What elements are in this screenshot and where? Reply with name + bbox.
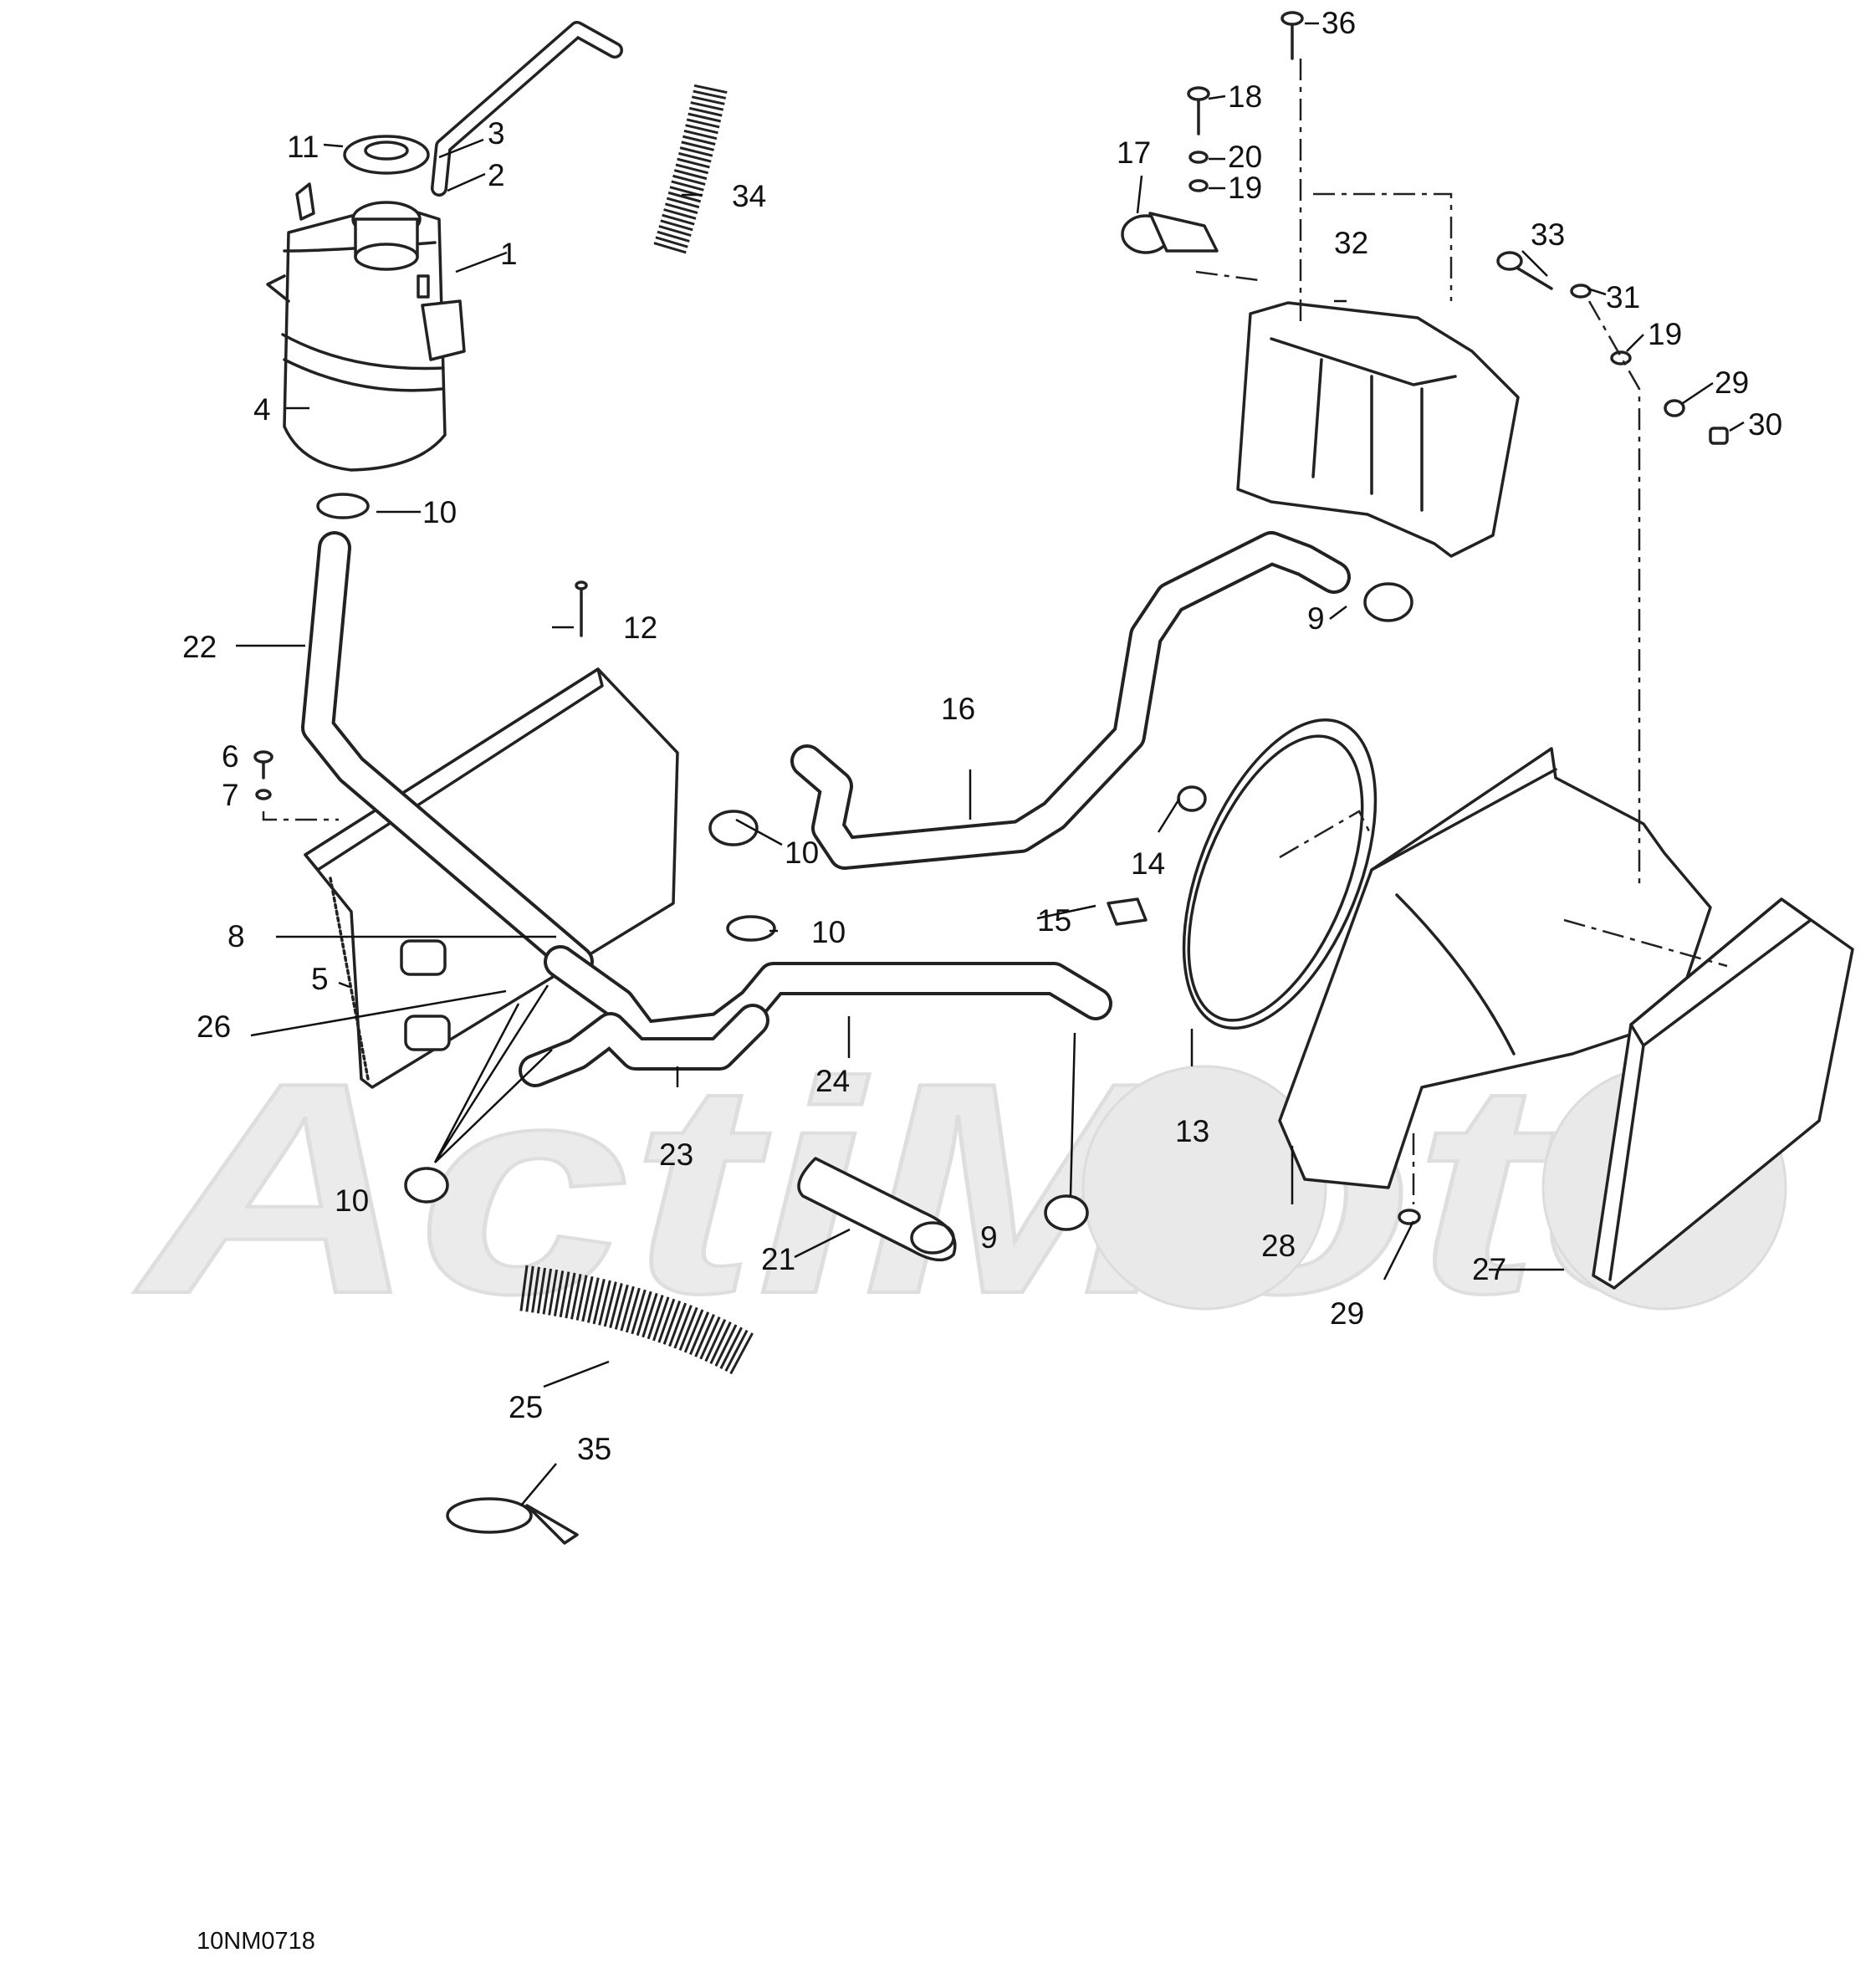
callout-5: 5 — [311, 962, 329, 996]
corrugated-sleeve-upper — [652, 84, 728, 256]
callout-18: 18 — [1228, 79, 1262, 114]
callout-19-upper: 19 — [1228, 171, 1262, 205]
callout-30: 30 — [1748, 407, 1782, 442]
callout-27: 27 — [1472, 1252, 1506, 1286]
callout-36: 36 — [1321, 6, 1356, 40]
cable-tie — [446, 1497, 579, 1545]
callout-20: 20 — [1228, 140, 1262, 174]
callout-10-middle: 10 — [785, 836, 819, 870]
callout-11: 11 — [287, 130, 319, 164]
callout-13: 13 — [1175, 1114, 1209, 1148]
callout-19-right: 19 — [1648, 317, 1682, 351]
fan — [1182, 718, 1378, 1030]
callout-10-top: 10 — [422, 495, 457, 529]
heat-shield — [1236, 301, 1520, 558]
callout-9-upper: 9 — [1307, 601, 1325, 636]
callout-2: 2 — [488, 158, 505, 192]
corrugated-sleeve-lower — [519, 1265, 756, 1376]
callout-21: 21 — [761, 1242, 795, 1276]
bracket — [1121, 212, 1219, 254]
fasteners — [253, 11, 1729, 1225]
callout-34: 34 — [732, 179, 766, 213]
callout-22: 22 — [182, 630, 217, 664]
callout-12: 12 — [623, 611, 657, 645]
callouts: 1 2 3 4 5 6 7 8 9 9 10 10 10 10 10 11 12… — [182, 6, 1782, 1466]
alignment-lines — [262, 59, 1728, 1204]
diagram-code: 10NM0718 — [197, 1928, 315, 1955]
callout-16: 16 — [941, 692, 975, 726]
callout-4: 4 — [253, 392, 271, 427]
callout-23: 23 — [659, 1137, 693, 1172]
callout-6: 6 — [222, 739, 239, 774]
coolant-tank — [266, 182, 466, 472]
callout-9-lower: 9 — [980, 1220, 998, 1255]
overflow-hose — [431, 21, 623, 197]
callout-28: 28 — [1261, 1229, 1296, 1263]
callout-3: 3 — [488, 116, 505, 151]
upper-hose — [301, 531, 594, 979]
lower-hoses — [519, 945, 1112, 1087]
callout-25: 25 — [509, 1390, 543, 1424]
tank-cap — [343, 135, 430, 175]
callout-14: 14 — [1131, 846, 1165, 881]
callout-15: 15 — [1037, 903, 1071, 938]
callout-35: 35 — [577, 1432, 611, 1466]
long-hose — [790, 531, 1351, 870]
hose-clamps — [316, 493, 1413, 1231]
callout-31: 31 — [1606, 280, 1640, 314]
callout-33: 33 — [1531, 217, 1565, 252]
callout-1: 1 — [500, 237, 518, 271]
oil-cooler — [1592, 897, 1854, 1290]
callout-32: 32 — [1334, 226, 1368, 260]
callout-29-lower: 29 — [1330, 1296, 1364, 1331]
callout-8: 8 — [227, 919, 245, 953]
callout-10-right: 10 — [811, 915, 846, 949]
callout-7: 7 — [222, 778, 239, 812]
leader-lines — [236, 22, 1745, 1506]
callout-26: 26 — [197, 1010, 231, 1044]
protective-tube — [797, 1157, 957, 1262]
callout-29-right: 29 — [1715, 365, 1749, 400]
callout-17: 17 — [1117, 135, 1151, 170]
watermark-text: ActiMoto — [130, 1020, 1773, 1357]
callout-24: 24 — [815, 1064, 850, 1098]
callout-10-left: 10 — [335, 1183, 369, 1218]
